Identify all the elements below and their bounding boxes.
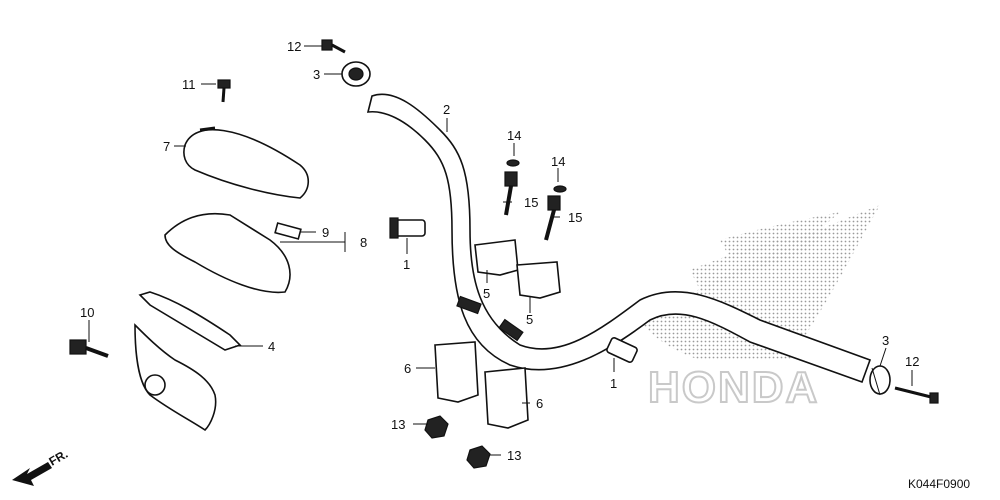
under-cover [164,212,291,294]
callout-15-right: 15 [568,210,582,225]
cover-insert [274,222,302,240]
bar-end-weight-left [341,61,371,87]
front-direction-indicator: FR. [12,447,70,486]
callout-5-right: 5 [526,312,533,327]
figure-code: K044F0900 [908,477,970,491]
callout-15-left: 15 [524,195,538,210]
leader-lines [88,45,913,456]
callout-2: 2 [443,102,450,117]
callout-10: 10 [80,305,94,320]
honda-wing-watermark: HONDA [640,205,880,413]
collar-left [389,217,426,239]
honda-watermark-text: HONDA [648,363,819,412]
callout-14-left: 14 [507,128,521,143]
end-screw-right [894,386,939,404]
end-screw-left [321,39,346,54]
callout-5-left: 5 [483,286,490,301]
callout-3-right: 3 [882,333,889,348]
callout-7: 7 [163,139,170,154]
top-cover [183,126,310,199]
cover-screw [217,79,231,103]
upper-holder-right [516,261,561,299]
callout-4: 4 [268,339,275,354]
callout-6-left: 6 [404,361,411,376]
bar-end-weight-right [869,365,891,396]
collar-right [606,337,638,363]
callout-1-left: 1 [403,257,410,272]
front-arrow-icon [12,462,52,486]
callout-6-right: 6 [536,396,543,411]
callout-1-right: 1 [610,376,617,391]
callouts: 12 3 11 7 2 14 14 15 15 9 8 1 5 5 4 10 6… [80,39,919,463]
callout-12-right: 12 [905,354,919,369]
holder-nut-left [424,415,449,439]
bracket-bolt [69,339,109,358]
holder-nut-right [466,445,491,469]
callout-8: 8 [360,235,367,250]
callout-13-right: 13 [507,448,521,463]
callout-14-right: 14 [551,154,565,169]
callout-13-left: 13 [391,417,405,432]
lower-holder-left [434,341,479,403]
upper-holder-left [474,239,519,276]
callout-9: 9 [322,225,329,240]
lower-holder-right [484,367,529,429]
handlebar [366,93,872,384]
holder-bolt-right [544,195,561,241]
callout-12-left: 12 [287,39,301,54]
callout-3-left: 3 [313,67,320,82]
washer-right [553,185,567,193]
holder-bolt-left [504,171,518,216]
mount-bracket [134,291,242,432]
washer-left [506,159,520,167]
callout-11: 11 [182,77,196,92]
